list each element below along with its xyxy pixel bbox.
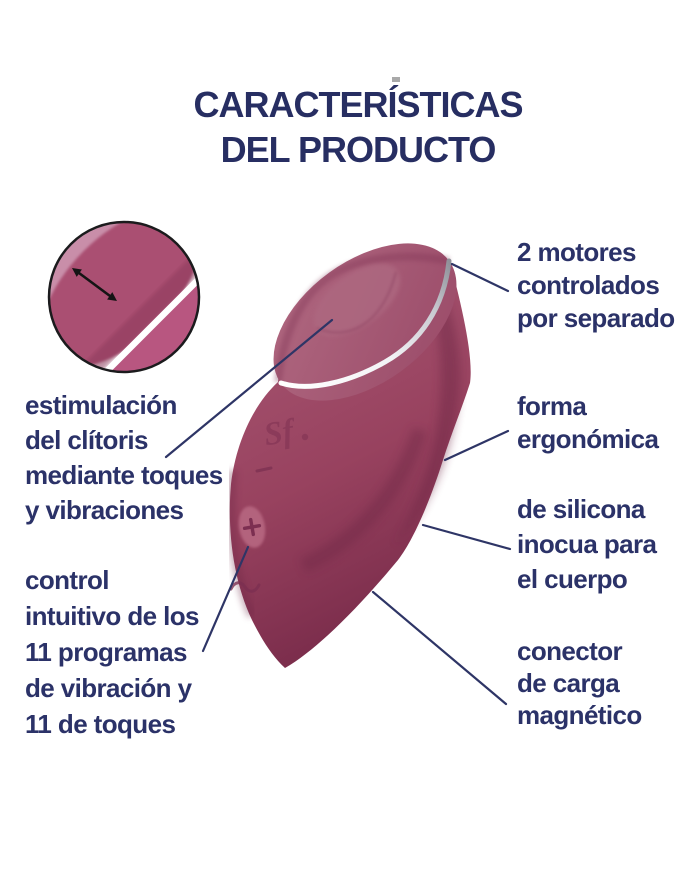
annotation-line: forma (517, 391, 587, 421)
product-photo: Sf (226, 243, 471, 668)
face-far-rim-shadow (274, 252, 450, 383)
annotation-line: por separado (517, 303, 675, 333)
page-title: CARACTERÍSTICAS DEL PRODUCTO (8, 82, 700, 172)
motion-arrow-icon (72, 268, 117, 301)
page-title-line2: DEL PRODUCTO (220, 129, 497, 170)
tapping-dome (313, 263, 401, 337)
annotation-line: de silicona (517, 494, 645, 524)
callout-line-control (201, 545, 250, 653)
annotation-line: mediante toques (25, 460, 223, 490)
annotation-line: conector (517, 636, 623, 666)
annotation-line: 2 motores (517, 237, 636, 267)
annotation-line: magnético (517, 700, 642, 730)
annotation-motores: 2 motores controlados por separado (517, 236, 675, 335)
hump-shadow (395, 295, 461, 545)
callout-line-silicona (421, 523, 512, 551)
minus-marker-icon (255, 466, 273, 473)
annotation-silicona: de silicona inocua para el cuerpo (517, 492, 657, 597)
silver-ring (278, 258, 452, 389)
annotation-line: del clítoris (25, 425, 148, 455)
annotation-forma: forma ergonómica (517, 390, 659, 456)
annotation-line: 11 programas (25, 637, 187, 667)
inset-silver-stripe (66, 230, 199, 372)
callout-line-estimulacion (164, 318, 334, 459)
annotation-line: 11 de toques (25, 709, 176, 739)
annotation-line: de carga (517, 668, 620, 698)
annotation-line: el cuerpo (517, 564, 628, 594)
dome-crease (316, 271, 398, 334)
annotation-line: y vibraciones (25, 495, 184, 525)
callout-line-motores (450, 262, 510, 293)
plus-button-icon (238, 506, 266, 548)
annotation-line: inocua para (517, 529, 657, 559)
body-crease (299, 427, 428, 573)
zoom-inset-border (47, 220, 201, 374)
annotation-estimulacion: estimulación del clítoris mediante toque… (25, 388, 223, 528)
annotation-conector: conector de carga magnético (517, 635, 642, 731)
wave-button-icon (229, 581, 261, 593)
annotation-line: estimulación (25, 390, 177, 420)
callout-line-forma (443, 429, 510, 462)
annotation-control: control intuitivo de los 11 programas de… (25, 562, 199, 742)
annotation-line: de vibración y (25, 673, 192, 703)
callout-line-conector (371, 590, 508, 706)
left-rim-shadow (226, 469, 257, 618)
annotation-line: ergonómica (517, 424, 659, 454)
annotation-line: controlados (517, 270, 660, 300)
annotation-line: intuitivo de los (25, 601, 199, 631)
page-title-line1: CARACTERÍSTICAS (193, 84, 523, 125)
annotation-line: control (25, 565, 110, 595)
gray-square-artifact (392, 77, 400, 82)
callout-lines (164, 262, 512, 706)
